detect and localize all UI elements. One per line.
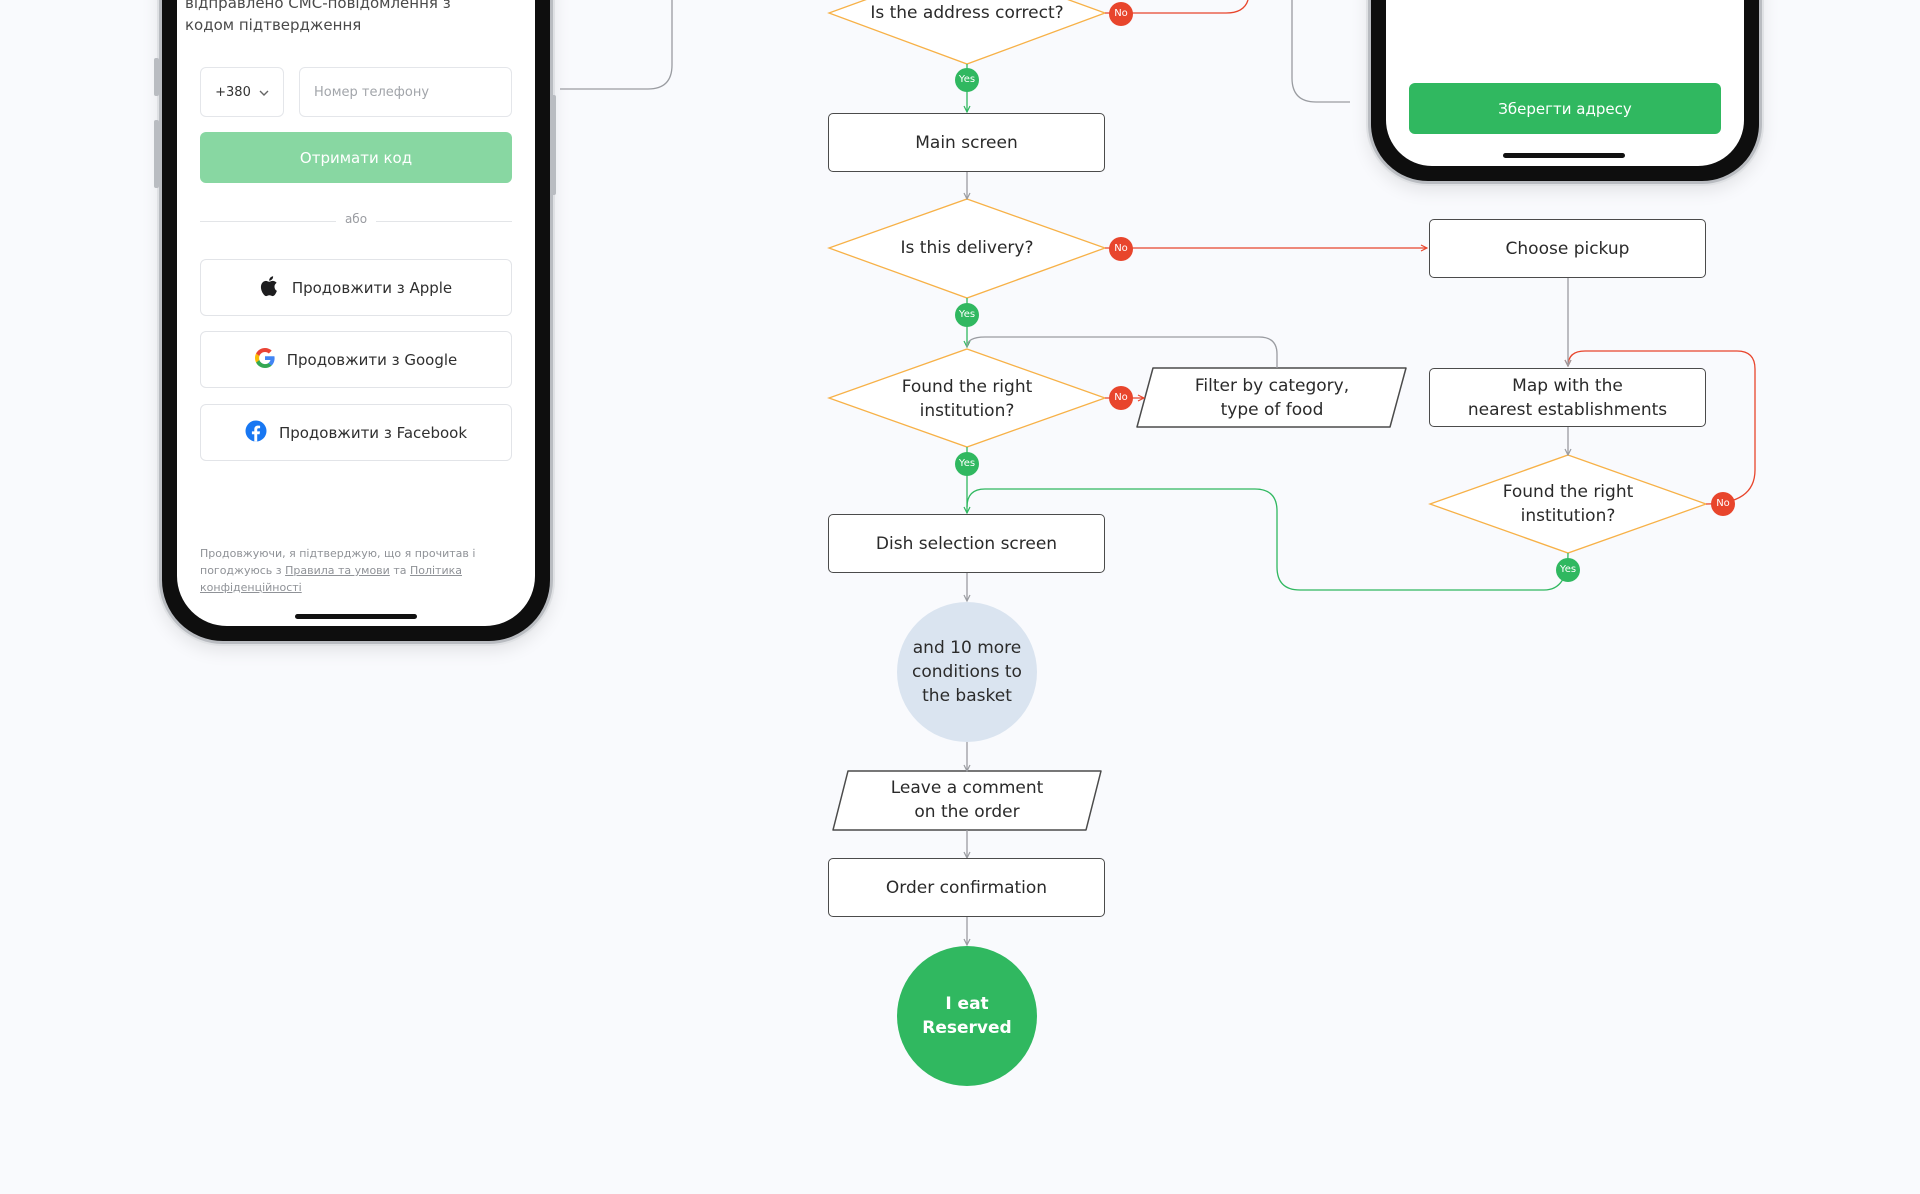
decision-label: Found the right institution?: [1502, 482, 1634, 526]
decision-is-delivery: Is this delivery?: [829, 225, 1105, 271]
process-order-confirmation: Order confirmation: [828, 858, 1105, 917]
connector-line: [560, 0, 673, 90]
get-code-button[interactable]: Отримати код: [200, 132, 512, 183]
data-filter-category: Filter by category, type of food: [1140, 372, 1404, 424]
decision-found-institution: Found the right institution?: [829, 374, 1105, 424]
data-shape: [1136, 367, 1407, 428]
chevron-down-icon: [259, 85, 269, 100]
facebook-icon: [245, 420, 267, 446]
decision-address-correct: Is the address correct?: [829, 0, 1105, 36]
data-shape: [832, 770, 1102, 831]
yes-badge: Yes: [955, 452, 979, 476]
no-connector: [1568, 350, 1756, 505]
connector-line: [1291, 0, 1350, 103]
circle-label: and 10 more conditions to the basket: [912, 638, 1022, 706]
data-label: Filter by category, type of food: [1194, 376, 1350, 420]
data-leave-comment: Leave a comment on the order: [838, 774, 1096, 826]
phone-side-button: [154, 120, 159, 188]
divider-line: [376, 221, 512, 222]
decision-found-institution-pickup: Found the right institution?: [1430, 479, 1706, 529]
process-label: Main screen: [915, 132, 1018, 153]
continue-google-button[interactable]: Продовжити з Google: [200, 331, 512, 388]
continue-facebook-button[interactable]: Продовжити з Facebook: [200, 404, 512, 461]
or-divider-text: або: [344, 212, 368, 226]
terminal-label: I eat Reserved: [922, 994, 1012, 1038]
yes-badge: Yes: [955, 68, 979, 92]
no-badge: No: [1711, 492, 1735, 516]
terminal-final: I eat Reserved: [897, 946, 1037, 1086]
decision-label: Found the right institution?: [901, 377, 1033, 421]
no-connector: [1105, 0, 1249, 14]
apple-icon: [260, 275, 280, 301]
terms-prefix: Продовжуючи, я підтверджую, що я прочита…: [200, 547, 476, 577]
country-code-value: +380: [215, 84, 251, 100]
decision-label: Is this delivery?: [900, 238, 1034, 258]
save-address-button[interactable]: Зберегти адресу: [1409, 83, 1721, 134]
home-indicator: [295, 614, 417, 619]
continue-google-label: Продовжити з Google: [286, 350, 458, 369]
phone-side-button: [551, 95, 556, 195]
process-label: Order confirmation: [885, 877, 1048, 898]
terms-link[interactable]: Правила та умови: [285, 564, 390, 577]
process-map-nearest: Map with the nearest establishments: [1429, 368, 1706, 427]
no-badge: No: [1109, 237, 1133, 261]
sms-info-text: відправлено СМС-повідомлення з кодом під…: [185, 0, 451, 34]
process-choose-pickup: Choose pickup: [1429, 219, 1706, 278]
privacy-link[interactable]: Політика конфіденційності: [200, 564, 462, 594]
google-icon: [254, 347, 275, 372]
process-main-screen: Main screen: [828, 113, 1105, 172]
no-badge: No: [1109, 2, 1133, 26]
connector-line: [966, 336, 1278, 368]
continue-apple-button[interactable]: Продовжити з Apple: [200, 259, 512, 316]
data-label: Leave a comment on the order: [890, 778, 1044, 822]
process-label: Map with the nearest establishments: [1467, 375, 1668, 420]
divider-line: [200, 221, 336, 222]
yes-badge: Yes: [1556, 558, 1580, 582]
no-badge: No: [1109, 386, 1133, 410]
phone-number-input[interactable]: [299, 67, 512, 117]
continue-apple-label: Продовжити з Apple: [291, 278, 453, 297]
home-indicator: [1503, 153, 1625, 158]
yes-badge: Yes: [955, 303, 979, 327]
process-dish-selection: Dish selection screen: [828, 514, 1105, 573]
terms-and: та: [393, 564, 407, 577]
process-label: Dish selection screen: [875, 533, 1058, 554]
phone-side-button: [154, 58, 159, 96]
continue-facebook-label: Продовжити з Facebook: [278, 423, 468, 442]
terms-text: Продовжуючи, я підтверджую, що я прочита…: [200, 545, 500, 596]
yes-connector: [966, 488, 1569, 591]
connector-more-conditions: and 10 more conditions to the basket: [897, 602, 1037, 742]
process-label: Choose pickup: [1505, 238, 1630, 259]
country-code-select[interactable]: +380: [200, 67, 284, 117]
decision-label: Is the address correct?: [870, 3, 1064, 23]
